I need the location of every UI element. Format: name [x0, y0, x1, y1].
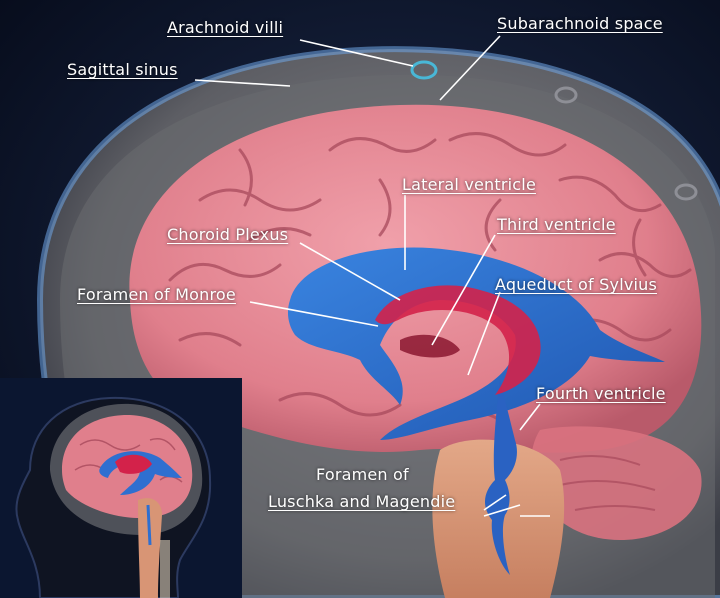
label-lateral-ventricle: Lateral ventricle [402, 175, 536, 194]
leader-third-ventricle [431, 234, 496, 346]
label-sagittal-sinus: Sagittal sinus [67, 60, 178, 79]
cerebellum [530, 426, 702, 540]
leader-choroid-plexus [299, 242, 401, 301]
inset-head-view [0, 378, 242, 598]
leader-aqueduct-of-sylvius [467, 291, 501, 376]
label-third-ventricle: Third ventricle [497, 215, 616, 234]
label-choroid-plexus: Choroid Plexus [167, 225, 289, 244]
leader-arachnoid-villi [299, 39, 414, 67]
ventricular-system [287, 247, 665, 575]
label-luschka-and-magendie: Luschka and Magendie [268, 492, 456, 511]
leader-foramen-luschka-1 [483, 494, 507, 511]
leader-foramen-luschka-2 [483, 504, 521, 517]
label-foramen-of: Foramen of [316, 465, 409, 484]
label-aqueduct-of-sylvius: Aqueduct of Sylvius [495, 275, 658, 294]
label-subarachnoid-space: Subarachnoid space [497, 14, 663, 33]
leader-foramen-of-monroe [249, 301, 379, 327]
arachnoid-villi [410, 60, 698, 201]
label-fourth-ventricle: Fourth ventricle [536, 384, 666, 403]
label-foramen-of-monroe: Foramen of Monroe [77, 285, 236, 304]
label-arachnoid-villi: Arachnoid villi [167, 18, 284, 37]
leader-subarachnoid-space [439, 35, 501, 101]
leader-lines [194, 35, 550, 517]
leader-sagittal-sinus [194, 79, 291, 87]
leader-fourth-ventricle [519, 403, 541, 431]
